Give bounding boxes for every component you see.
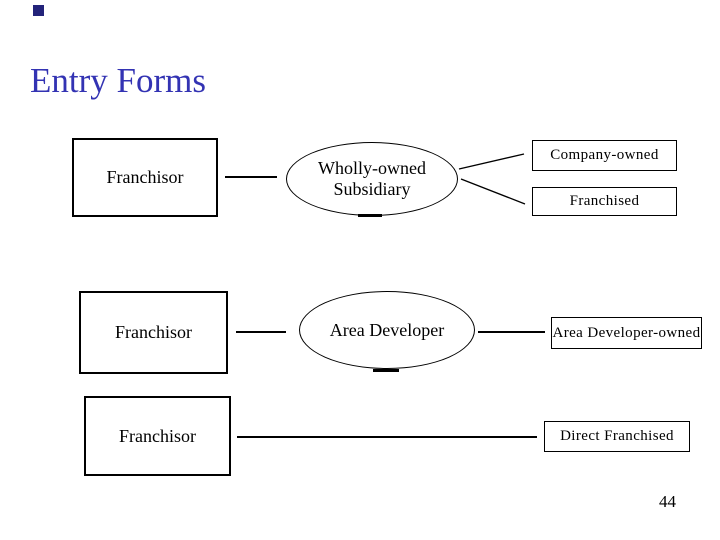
area-developer-owned-box: Area Developer-owned bbox=[551, 317, 702, 349]
corner-accent-square bbox=[33, 5, 44, 16]
franchised-box: Franchised bbox=[532, 187, 677, 216]
connector-line-row3 bbox=[237, 436, 537, 438]
franchisor-label-row3: Franchisor bbox=[119, 425, 196, 446]
franchisor-box-row3: Franchisor bbox=[84, 396, 231, 476]
company-owned-label: Company-owned bbox=[550, 147, 659, 163]
ellipse-bottom-stroke-row1 bbox=[358, 214, 382, 217]
franchisor-box-row2: Franchisor bbox=[79, 291, 228, 374]
franchisor-label-row2: Franchisor bbox=[115, 322, 192, 342]
wholly-owned-label-line2: Subsidiary bbox=[333, 179, 411, 199]
franchisor-box-row1: Franchisor bbox=[72, 138, 218, 217]
connector-line-row2-right bbox=[478, 331, 545, 333]
franchisor-label-row1: Franchisor bbox=[106, 167, 184, 187]
franchised-label: Franchised bbox=[569, 193, 640, 209]
company-owned-box: Company-owned bbox=[532, 140, 677, 171]
area-developer-label: Area Developer bbox=[329, 319, 445, 340]
wholly-owned-label-line1: Wholly-owned bbox=[318, 158, 426, 178]
page-number: 44 bbox=[659, 492, 676, 511]
wholly-owned-subsidiary-ellipse: Wholly-owned Subsidiary bbox=[286, 142, 458, 216]
ellipse-bottom-stroke-row2 bbox=[373, 369, 399, 372]
area-developer-owned-label: Area Developer-owned bbox=[552, 324, 701, 341]
direct-franchised-label: Direct Franchised bbox=[560, 428, 674, 444]
connector-line-row2-left bbox=[236, 331, 286, 333]
direct-franchised-box: Direct Franchised bbox=[544, 421, 690, 452]
area-developer-ellipse: Area Developer bbox=[299, 291, 475, 369]
connector-line-row1 bbox=[225, 176, 277, 178]
slide-title: Entry Forms bbox=[30, 61, 206, 100]
